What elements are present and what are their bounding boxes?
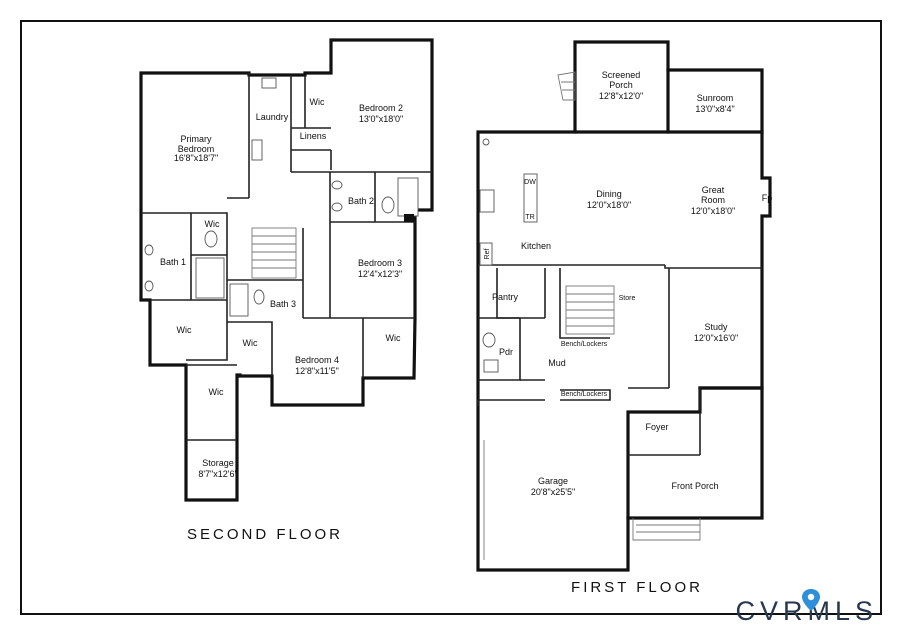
second-floor-exterior-wall <box>139 38 434 502</box>
room-dims-bedroom-3: 12'4"x12'3" <box>358 269 402 279</box>
kitchen-fixtures <box>479 138 538 373</box>
label-trash: TR <box>525 214 534 221</box>
label-line: Screened <box>602 70 641 80</box>
room-name-wic-left: Wic <box>177 325 192 335</box>
room-name-bench-lockers-2: Bench/Lockers <box>561 391 608 398</box>
second-floor-stairs <box>251 227 297 279</box>
room-name-pantry: Pantry <box>492 292 519 302</box>
room-dims-bedroom-2: 13'0"x18'0" <box>359 114 403 124</box>
first-floor-title: FIRST FLOOR <box>571 579 703 596</box>
label-dishwasher: DW <box>524 179 536 186</box>
room-name-laundry: Laundry <box>256 112 289 122</box>
cvrmls-logo: CVRMLS <box>735 589 873 626</box>
label-refrigerator: Ref <box>484 249 491 260</box>
first-floor-interior-walls <box>477 264 762 456</box>
room-name-wic-top: Wic <box>310 97 325 107</box>
room-name-linens: Linens <box>300 131 327 141</box>
room-name-wic-bath-1: Wic <box>205 219 220 229</box>
room-name-front-porch: Front Porch <box>671 481 718 491</box>
label-line: Primary <box>181 134 212 144</box>
label-line: Bedroom <box>178 144 215 154</box>
room-name-bath-3: Bath 3 <box>270 299 296 309</box>
room-name-fireplace: Fp <box>762 193 773 203</box>
room-name-sunroom: Sunroom <box>697 93 734 103</box>
room-dims-sunroom: 13'0"x8'4" <box>695 104 734 114</box>
first-floor-exterior-wall <box>476 130 772 572</box>
room-dims-dining: 12'0"x18'0" <box>587 200 631 210</box>
room-name-bedroom-4: Bedroom 4 <box>295 355 339 365</box>
porch-steps <box>557 71 576 101</box>
room-name-kitchen: Kitchen <box>521 241 551 251</box>
room-name-pdr: Pdr <box>499 347 513 357</box>
room-name-wic-right: Wic <box>386 333 401 343</box>
room-dims-study: 12'0"x16'0" <box>694 333 738 343</box>
room-name-store: Store <box>619 295 636 302</box>
label-line: Room <box>701 195 725 205</box>
room-dims-primary-bedroom: 16'8"x18'7" <box>174 153 218 163</box>
room-name-wic-mid: Wic <box>243 338 258 348</box>
room-name-mud: Mud <box>548 358 566 368</box>
second-floor-fixtures <box>144 77 419 317</box>
room-name-wic-lower: Wic <box>209 387 224 397</box>
room-name-bedroom-2: Bedroom 2 <box>359 103 403 113</box>
first-floor-stairs <box>565 285 615 335</box>
room-dims-bedroom-4: 12'8"x11'5" <box>295 366 339 376</box>
second-floor-interior-walls <box>141 73 432 441</box>
room-name-garage: Garage <box>538 476 568 486</box>
room-name-bench-lockers-1: Bench/Lockers <box>561 341 608 348</box>
room-name-storage: Storage <box>202 458 234 468</box>
room-name-bath-2: Bath 2 <box>348 196 374 206</box>
room-name-bath-1: Bath 1 <box>160 257 186 267</box>
label-line: Porch <box>609 80 633 90</box>
sunroom-wall <box>666 68 764 134</box>
room-dims-great-room: 12'0"x18'0" <box>691 206 735 216</box>
front-porch-steps <box>632 518 701 541</box>
room-name-foyer: Foyer <box>645 422 668 432</box>
second-floor-title: SECOND FLOOR <box>187 526 343 543</box>
map-pin-icon <box>802 589 820 611</box>
room-dims-storage: 8'7"x12'6" <box>198 469 237 479</box>
room-name-bedroom-3: Bedroom 3 <box>358 258 402 268</box>
room-name-dining: Dining <box>596 189 622 199</box>
label-line: Great <box>702 185 725 195</box>
page-border <box>20 20 882 615</box>
front-porch-wall <box>626 386 764 520</box>
room-dims-screened-porch: 12'8"x12'0" <box>599 91 643 101</box>
room-name-study: Study <box>704 322 728 332</box>
room-dims-garage: 20'8"x25'5" <box>531 487 575 497</box>
